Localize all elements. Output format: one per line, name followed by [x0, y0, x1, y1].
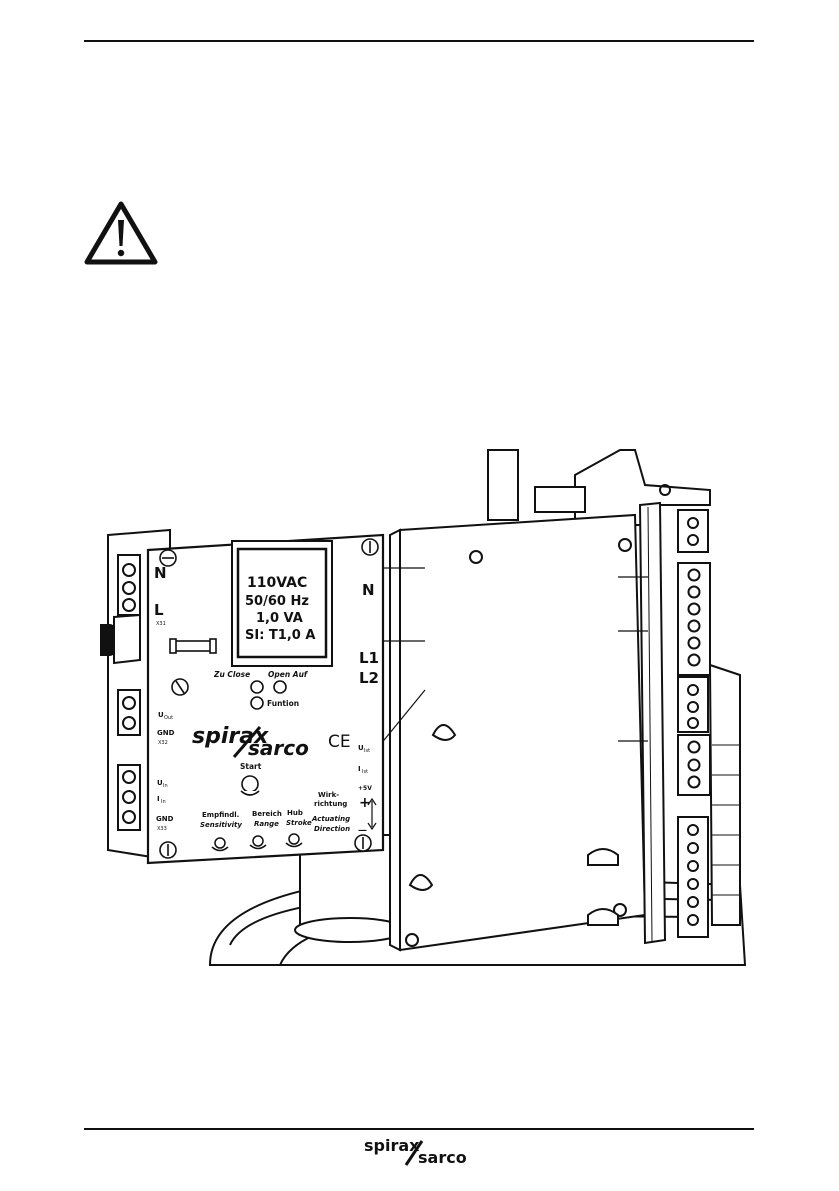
pcb-label-iist: I	[358, 765, 361, 773]
pot-stroke-en: Stroke	[286, 819, 312, 827]
pcb-label-n-left: N	[154, 564, 167, 582]
footer-brand-spirax: spirax	[364, 1136, 420, 1155]
pot-direction-de-2: richtung	[314, 800, 347, 808]
footer-brand-logo: spirax sarco	[362, 1135, 487, 1171]
pcb-label-minus: —	[358, 826, 367, 836]
pcb-label-x33: X33	[157, 826, 167, 832]
din-rail	[640, 503, 665, 943]
pcb-brand-sarco: sarco	[248, 736, 309, 760]
transformer-frequency: 50/60 Hz	[245, 594, 309, 609]
pcb-label-x32: X32	[158, 740, 168, 746]
start-label: Start	[240, 762, 262, 771]
terminal-strip	[678, 510, 710, 937]
header-rule	[84, 40, 754, 42]
pot-direction-de-1: Wirk-	[318, 791, 339, 799]
motor-housing	[710, 665, 740, 925]
pcb-label-5v: +5V	[358, 785, 372, 792]
pcb-label-uout-sub: Out	[164, 715, 173, 721]
led-open-label: Open Auf	[268, 670, 309, 679]
pcb-label-gnd-2: GND	[156, 815, 174, 823]
footer-brand-sarco: sarco	[418, 1148, 467, 1167]
pcb-label-iist-sub: Ist	[362, 769, 368, 775]
pcb-label-x31: X31	[156, 621, 166, 627]
led-function-label: Funtion	[267, 699, 299, 708]
footer-rule	[84, 1128, 754, 1130]
transformer-voltage: 110VAC	[247, 575, 307, 591]
front-cover-plate	[390, 515, 645, 950]
warning-triangle-icon	[84, 201, 158, 265]
transformer-power: 1,0 VA	[256, 611, 303, 626]
start-button	[241, 776, 259, 795]
pcb-label-l: L	[154, 601, 164, 619]
pcb-label-l1: L1	[359, 649, 379, 667]
pot-direction-en-1: Actuating	[311, 815, 350, 823]
pcb-label-iin: I	[157, 795, 160, 803]
pcb-label-l2: L2	[359, 669, 379, 687]
led-close-label: Zu Close	[213, 670, 250, 679]
transformer-fuse: SI: T1,0 A	[245, 628, 315, 643]
pot-range-en: Range	[254, 820, 279, 828]
pot-direction-en-2: Direction	[314, 825, 350, 833]
pcb-label-gnd-1: GND	[157, 729, 175, 737]
pcb-label-n-right: N	[362, 581, 375, 599]
spindle-rod	[488, 450, 518, 520]
controller-illustration: 110VAC 50/60 Hz 1,0 VA SI: T1,0 A Zu Clo…	[100, 445, 750, 975]
controller-pcb: 110VAC 50/60 Hz 1,0 VA SI: T1,0 A Zu Clo…	[148, 535, 383, 863]
fuse-icon	[170, 639, 216, 653]
pot-stroke-de: Hub	[287, 809, 303, 817]
pcb-label-uist-sub: Ist	[364, 748, 370, 754]
pcb-label-uin-sub: In	[163, 783, 168, 789]
ce-mark: CE	[328, 732, 351, 752]
pot-sensitivity-en: Sensitivity	[200, 821, 242, 829]
pot-range-de: Bereich	[252, 810, 282, 818]
pot-sensitivity-de: Empfindl.	[202, 811, 239, 819]
pcb-label-iin-sub: In	[161, 799, 166, 805]
